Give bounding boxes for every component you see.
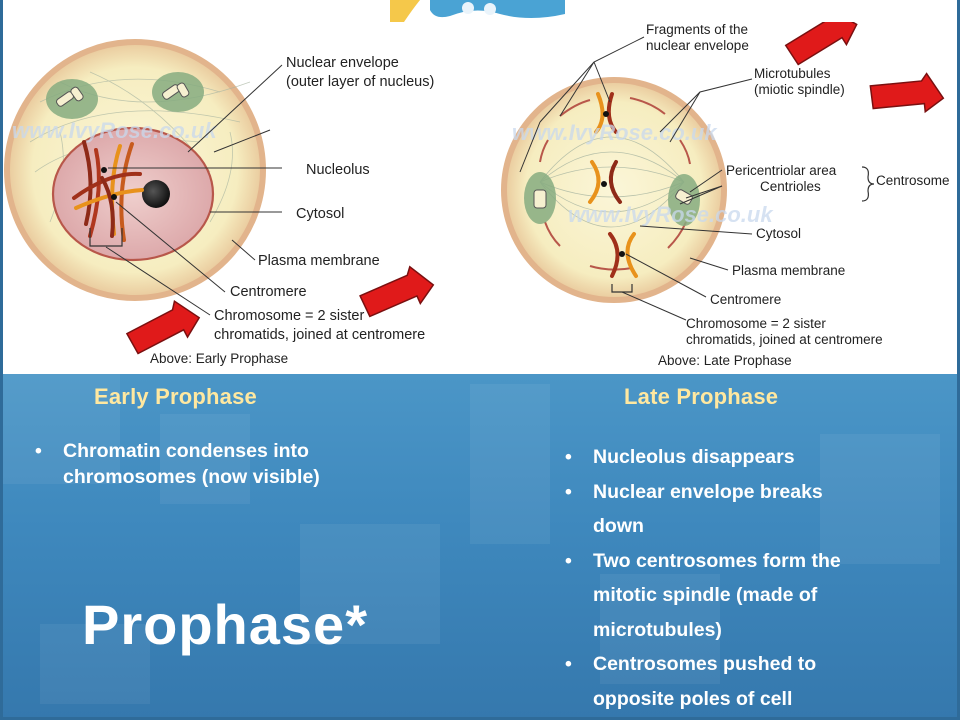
late-prophase-heading: Late Prophase — [624, 384, 779, 409]
bullet-icon: • — [565, 549, 572, 572]
label-chromosome: Chromosome = 2 sister — [214, 308, 364, 324]
label-centrioles: Centrioles — [760, 179, 821, 194]
label-chromosome-desc: chromatids, joined at centromere — [214, 327, 425, 343]
label-pericentriolar: Pericentriolar area — [726, 163, 837, 178]
label-centrosome: Centrosome — [876, 173, 950, 188]
centrosome-brace — [861, 166, 875, 202]
early-prophase-cell — [4, 39, 266, 301]
frame-right — [957, 0, 960, 720]
early-prophase-heading: Early Prophase — [94, 384, 257, 409]
prophase-diagrams: www.IvyRose.co.uk Nuclear envelope (oute… — [4, 22, 950, 368]
red-arrow-icon — [355, 262, 438, 319]
bullet-icon: • — [35, 440, 42, 462]
diagram-panel: www.IvyRose.co.uk Nuclear envelope (oute… — [0, 22, 960, 374]
bullet-icon: • — [565, 653, 572, 675]
list-item: • Chromatin condenses into chromosomes (… — [35, 440, 320, 488]
label-late-plasma-membrane: Plasma membrane — [732, 263, 845, 278]
list-item: • Two centrosomes form the mitotic spind… — [563, 544, 943, 648]
bullet-icon: • — [565, 446, 572, 468]
early-watermark: www.IvyRose.co.uk — [12, 118, 218, 143]
label-fragments-desc: nuclear envelope — [646, 38, 749, 53]
label-microtubules-desc: (miotic spindle) — [754, 82, 845, 97]
late-leader-lines — [519, 36, 753, 321]
label-microtubules: Microtubules — [754, 66, 831, 81]
label-late-centromere: Centromere — [710, 292, 781, 307]
red-arrow-icon — [121, 295, 205, 356]
label-nuclear-envelope-desc: (outer layer of nucleus) — [286, 74, 434, 90]
label-cytosol: Cytosol — [296, 206, 344, 222]
slide-title: Prophase* — [82, 593, 368, 656]
late-caption: Above: Late Prophase — [658, 353, 792, 368]
label-nuclear-envelope: Nuclear envelope — [286, 55, 399, 71]
label-nucleolus: Nucleolus — [306, 162, 370, 178]
red-arrow-icon — [778, 22, 864, 68]
label-late-cytosol: Cytosol — [756, 226, 801, 241]
list-item: • Nuclear envelope breaks down — [563, 475, 943, 544]
label-centromere: Centromere — [230, 284, 307, 300]
label-late-chromosome: Chromosome = 2 sister — [686, 316, 826, 331]
early-caption: Above: Early Prophase — [150, 351, 288, 366]
frame-bottom — [0, 717, 960, 720]
early-prophase-list: • Chromatin condenses into chromosomes (… — [33, 438, 413, 490]
frame-left — [0, 0, 3, 720]
early-leader-lines — [105, 64, 283, 316]
decorative-top-shapes — [390, 0, 565, 22]
late-watermark-2: www.IvyRose.co.uk — [568, 202, 774, 227]
label-plasma-membrane: Plasma membrane — [258, 253, 380, 269]
red-arrow-icon — [866, 65, 948, 119]
late-prophase-list: • Nucleolus disappears • Nuclear envelop… — [563, 440, 943, 716]
label-fragments: Fragments of the — [646, 22, 748, 37]
list-item: • Nucleolus disappears — [563, 440, 943, 475]
late-watermark-1: www.IvyRose.co.uk — [512, 120, 718, 145]
late-prophase-cell — [501, 77, 727, 303]
content-panel: Early Prophase Late Prophase • Chromatin… — [0, 374, 960, 720]
label-late-chromosome-desc: chromatids, joined at centromere — [686, 332, 883, 347]
list-item: • Centrosomes pushed to opposite poles o… — [563, 647, 943, 716]
bullet-icon: • — [565, 480, 572, 503]
